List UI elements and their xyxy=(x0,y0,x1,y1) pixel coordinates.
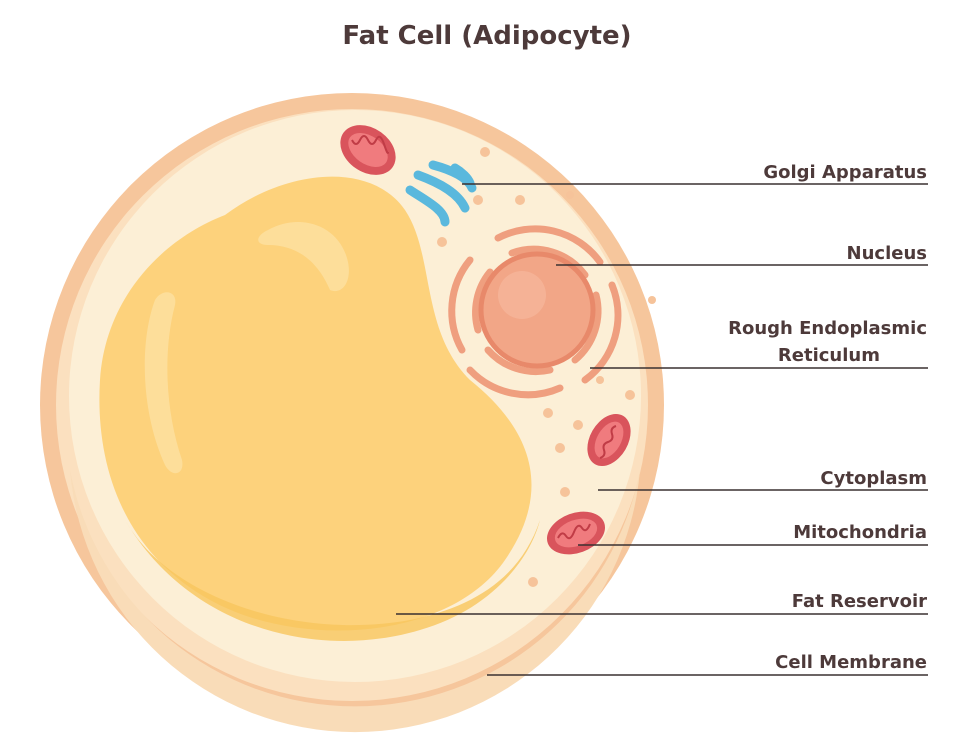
fat-highlight-top xyxy=(258,221,349,292)
diagram-title: Fat Cell (Adipocyte) xyxy=(342,21,631,51)
nucleus-highlight xyxy=(498,271,546,319)
label-nucleus: Nucleus xyxy=(847,243,927,264)
label-cell-membrane: Cell Membrane xyxy=(775,652,927,673)
mitochondrion-bottom xyxy=(546,511,606,555)
fat-reservoir-shadow xyxy=(125,520,540,641)
fat-highlight-left xyxy=(144,292,183,474)
fat-reservoir xyxy=(99,176,532,631)
label-golgi-apparatus: Golgi Apparatus xyxy=(763,162,927,183)
label-mitochondria: Mitochondria xyxy=(793,522,927,543)
mitochondrion-top xyxy=(340,125,396,175)
label-rer-line1: Rough Endoplasmic xyxy=(728,318,927,339)
cytoplasm-granules xyxy=(437,147,656,587)
label-cytoplasm: Cytoplasm xyxy=(820,468,927,489)
rough-endoplasmic-reticulum xyxy=(448,225,622,399)
label-fat-reservoir: Fat Reservoir xyxy=(792,591,927,612)
mitochondrion-middle xyxy=(587,413,631,467)
label-rer-line2: Reticulum xyxy=(778,345,880,366)
golgi-apparatus xyxy=(405,160,477,227)
